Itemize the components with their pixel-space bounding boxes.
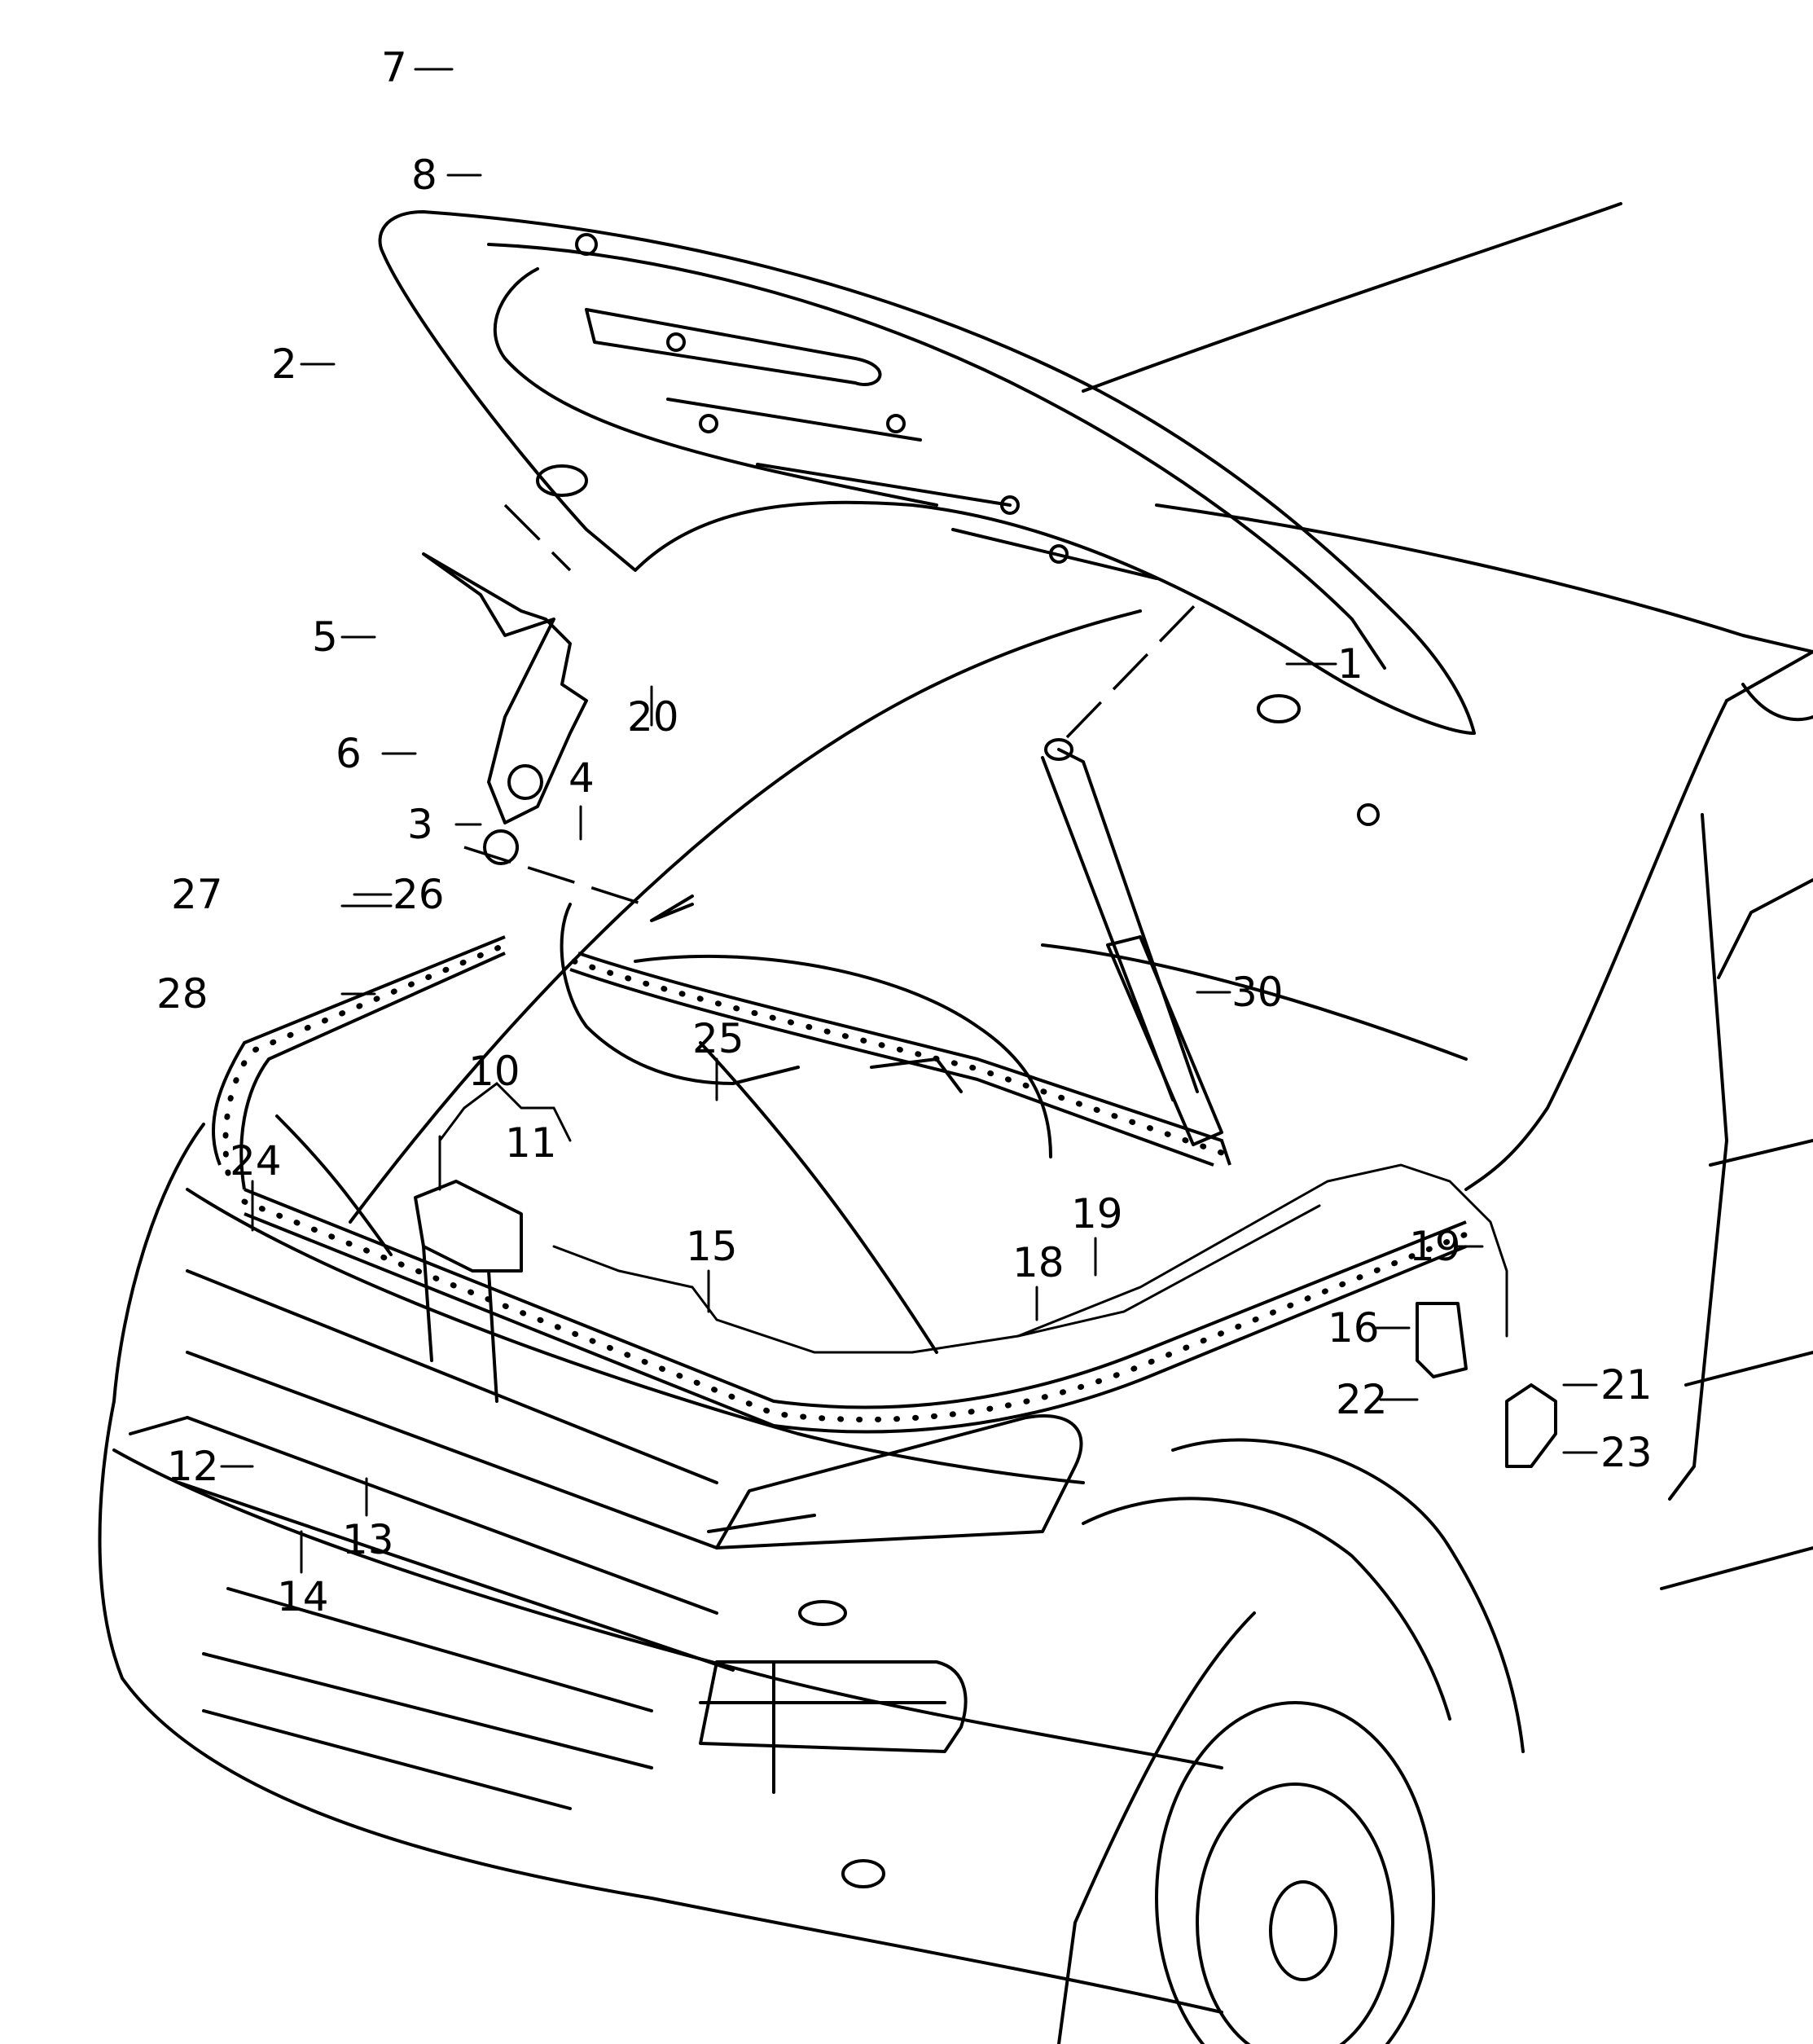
callout-15: 15 [686, 1223, 738, 1270]
callout-18: 18 [1012, 1239, 1065, 1286]
callout-10: 10 [468, 1048, 520, 1095]
callout-8: 8 [411, 152, 437, 199]
callout-7: 7 [381, 44, 407, 91]
callout-26: 26 [393, 871, 445, 918]
callout-13: 13 [342, 1516, 394, 1563]
callout-24: 24 [230, 1137, 282, 1185]
callout-3: 3 [407, 801, 433, 848]
callout-19-a: 19 [1071, 1190, 1123, 1237]
callout-19-b: 19 [1409, 1223, 1461, 1270]
callout-2: 2 [271, 341, 297, 388]
callout-25: 25 [692, 1015, 744, 1062]
callout-27: 27 [171, 871, 223, 918]
callout-16: 16 [1328, 1304, 1380, 1352]
callout-6: 6 [336, 730, 362, 777]
callout-22: 22 [1336, 1376, 1388, 1423]
callout-4: 4 [568, 754, 595, 802]
leader-lines [220, 68, 1598, 1574]
callout-14: 14 [277, 1573, 329, 1620]
callout-21: 21 [1600, 1361, 1653, 1409]
callout-30: 30 [1231, 969, 1284, 1016]
callout-23: 23 [1600, 1429, 1653, 1476]
callout-1: 1 [1337, 640, 1363, 688]
callout-12: 12 [167, 1443, 219, 1490]
callout-20: 20 [627, 693, 679, 741]
callout-11: 11 [505, 1119, 557, 1167]
callout-5: 5 [312, 613, 338, 661]
callout-28: 28 [156, 970, 209, 1018]
car-body [98, 202, 1813, 2044]
